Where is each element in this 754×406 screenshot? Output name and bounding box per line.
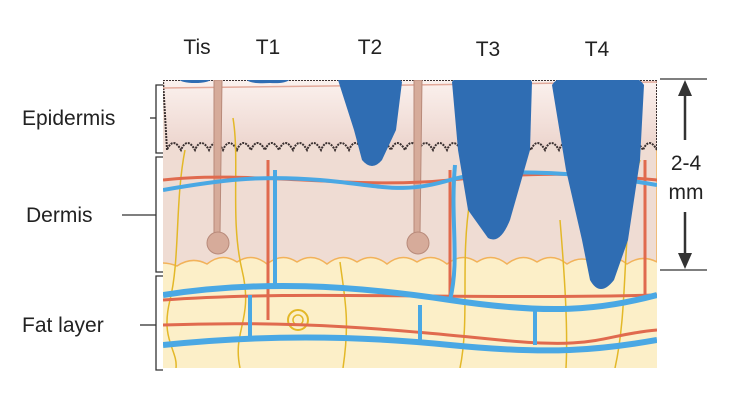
stage-label-t4: T4 — [585, 38, 610, 61]
tumor-t4 — [552, 80, 644, 289]
label-dermis: Dermis — [26, 204, 93, 227]
veins — [163, 164, 657, 354]
epidermis-region — [163, 80, 657, 153]
arrow-up-icon — [678, 80, 692, 96]
tumors — [179, 80, 644, 289]
label-fat-layer: Fat layer — [22, 314, 104, 337]
depth-measure: 2-4 mm — [660, 78, 707, 271]
hair-follicles — [206, 80, 430, 255]
layer-brackets — [122, 84, 163, 371]
tumor-t1 — [247, 80, 290, 84]
stage-label-t1: T1 — [256, 36, 281, 59]
arrow-down-icon — [678, 253, 692, 269]
measure-value: 2-4 — [671, 152, 702, 175]
measure-unit: mm — [669, 181, 704, 204]
stage-label-t2: T2 — [358, 36, 383, 59]
label-epidermis: Epidermis — [22, 107, 115, 130]
stage-label-tis: Tis — [183, 36, 210, 59]
tumor-t3 — [452, 80, 532, 240]
tumor-t2 — [338, 80, 402, 166]
stage-labels: Tis T1 T2 T3 T4 — [183, 36, 609, 61]
nerves — [166, 117, 641, 368]
stage-label-t3: T3 — [476, 38, 501, 61]
skin-cross-section — [163, 80, 657, 368]
tumor-tis — [179, 80, 211, 83]
